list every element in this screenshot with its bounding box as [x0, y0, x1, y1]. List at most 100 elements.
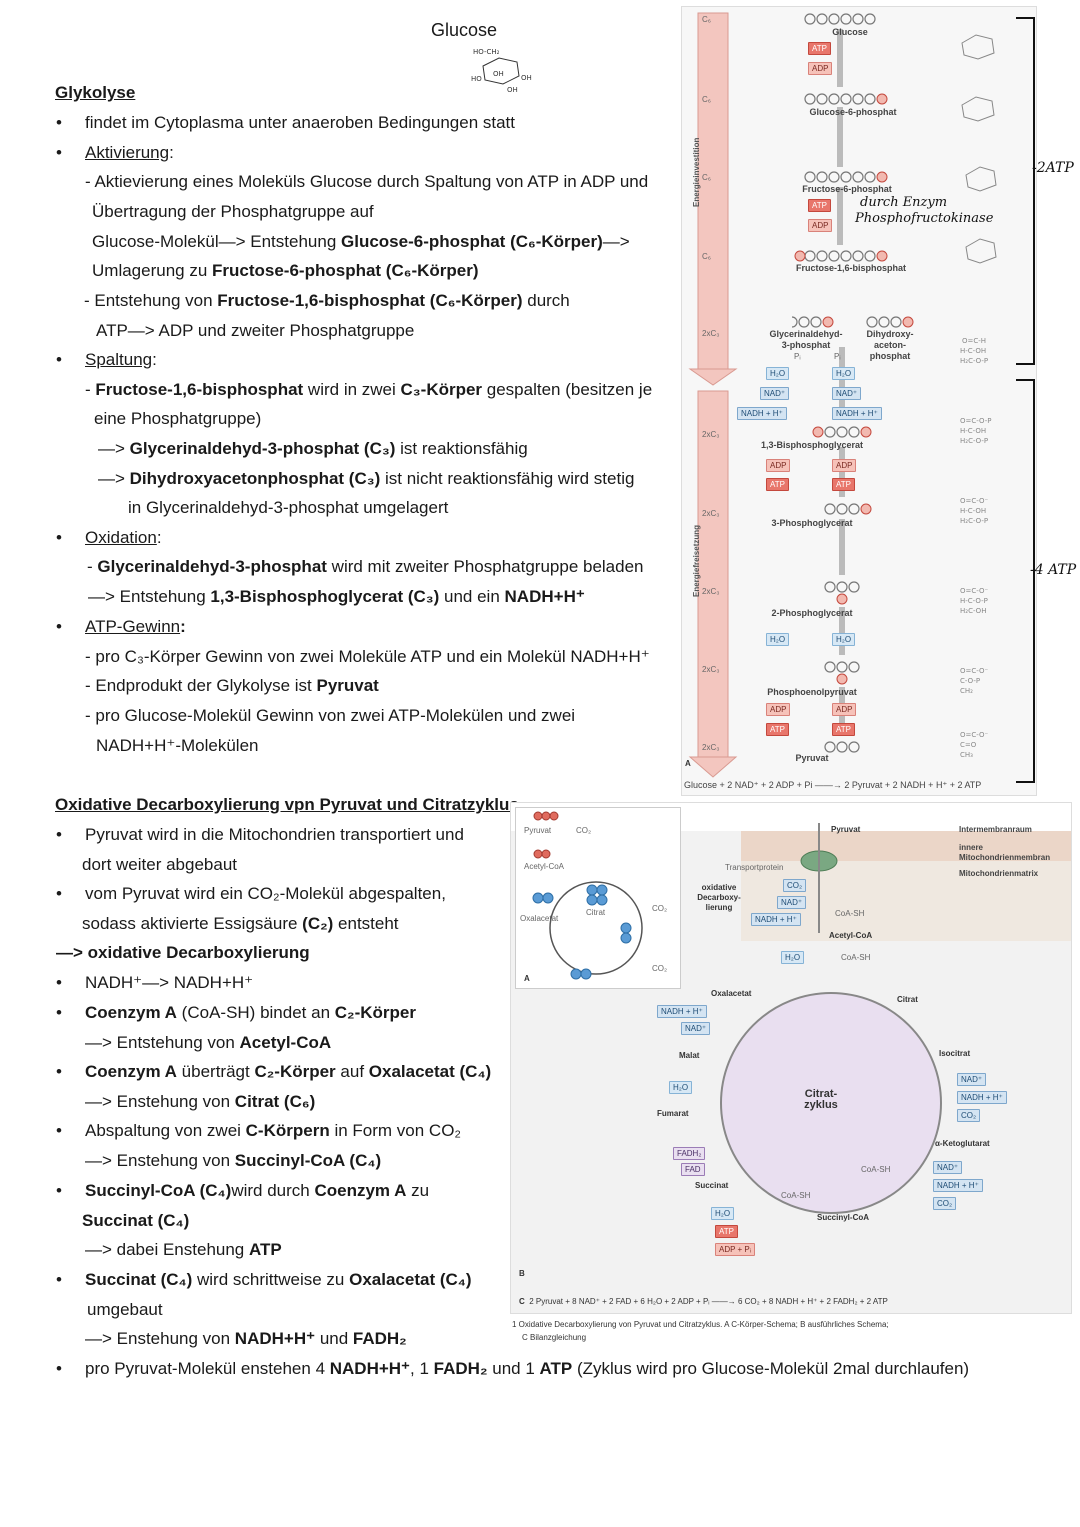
- figure-label: A: [685, 759, 691, 768]
- atp-badge: ATP: [832, 723, 855, 736]
- pi-label: Pᵢ: [834, 352, 841, 361]
- atp-badge: ATP: [715, 1225, 738, 1238]
- text-line: —> Enstehung von Citrat (C₆): [85, 1092, 316, 1111]
- svg-text:HO: HO: [471, 75, 482, 83]
- text-line: Succinat (C₄): [82, 1211, 190, 1230]
- oxdec-label: oxidative Decarboxy-lierung: [697, 883, 741, 912]
- c6-label: C₆: [702, 15, 712, 24]
- text-line: —> Entstehung von Acetyl-CoA: [85, 1033, 332, 1052]
- text-line: pro Pyruvat-Molekül enstehen 4 NADH+H⁺, …: [85, 1359, 970, 1378]
- metabolite-label: Oxalacetat: [711, 989, 752, 998]
- metabolite-label: 3-Phosphoglycerat: [771, 518, 853, 528]
- region-label: innere Mitochondrienmembran: [959, 843, 1051, 862]
- c3-label: 2xC₃: [702, 665, 720, 674]
- coash-label: CoA-SH: [841, 953, 871, 962]
- adp-badge: ADP: [832, 459, 857, 472]
- c3-label: 2xC₃: [702, 329, 720, 338]
- citrate-equation: C 2 Pyruvat + 8 NAD⁺ + 2 FAD + 6 H₂O + 2…: [519, 1297, 888, 1306]
- metabolite-label: Citrat: [897, 995, 918, 1004]
- adp-badge: ADP: [766, 703, 791, 716]
- atp-badge: ATP: [766, 478, 789, 491]
- metabolite-label: Succinyl-CoA: [817, 1213, 870, 1222]
- text-line: - pro C₃-Körper Gewinn von zwei Moleküle…: [85, 647, 650, 666]
- region-label: Intermembranraum: [959, 825, 1032, 834]
- text-line: Succinat (C₄) wird schrittweise zu Oxala…: [85, 1270, 472, 1289]
- svg-text:O=C-O⁻: O=C-O⁻: [960, 731, 988, 739]
- text-line: ATP—> ADP und zweiter Phosphatgruppe: [96, 321, 415, 340]
- svg-text:O=C-O⁻: O=C-O⁻: [960, 587, 988, 595]
- svg-text:HO-CH₂: HO-CH₂: [473, 48, 500, 56]
- coash-label: CoA-SH: [835, 909, 865, 918]
- citrate-heading: Oxidative Decarboxylierung vpn Pyruvat u…: [55, 795, 519, 814]
- figure-label: A: [524, 974, 530, 983]
- energy-release-label: Energiefreisetzung: [692, 524, 701, 597]
- metabolite-label: α-Ketoglutarat: [935, 1139, 990, 1148]
- text-line: —> Enstehung von NADH+H⁺ und FADH₂: [85, 1329, 407, 1348]
- metabolite-label: Fructose-6-phosphat: [802, 184, 892, 194]
- text-line: umgebaut: [87, 1300, 163, 1319]
- text-line: - Endprodukt der Glykolyse ist Pyruvat: [85, 676, 379, 695]
- metabolite-label: Fumarat: [657, 1109, 689, 1118]
- text-line: —> oxidative Decarboxylierung: [56, 943, 310, 962]
- text-line: Coenzym A (CoA-SH) bindet an C₂-Körper: [85, 1003, 416, 1022]
- atp-badge: ATP: [808, 42, 831, 55]
- nadh-badge: NADH + H⁺: [832, 407, 882, 420]
- text-line: —> dabei Enstehung ATP: [85, 1240, 282, 1259]
- text-line: —> Enstehung von Succinyl-CoA (C₄): [85, 1151, 382, 1170]
- coash-label: CoA-SH: [781, 1191, 811, 1200]
- c3-label: 2xC₃: [702, 509, 720, 518]
- h2o-badge: H₂O: [766, 367, 790, 380]
- metabolite-label: 1,3-Bisphosphoglycerat: [760, 440, 864, 450]
- adp-badge: ADP: [832, 703, 857, 716]
- bullet: •: [56, 1121, 62, 1140]
- transport-label: Transportprotein: [725, 863, 784, 872]
- figure-caption: 1 Oxidative Decarboxylierung von Pyruvat…: [512, 1320, 889, 1329]
- bullet: •: [56, 143, 62, 162]
- bullet: •: [56, 528, 62, 547]
- text-line: Abspaltung von zwei C-Körpern in Form vo…: [85, 1121, 462, 1140]
- text-line: —> Entstehung 1,3-Bisphosphoglycerat (C₃…: [88, 587, 585, 606]
- handwritten-note: -4 ATP: [1030, 562, 1077, 578]
- adp-badge: ADP: [766, 459, 791, 472]
- metabolite-label: Isocitrat: [939, 1049, 971, 1058]
- c3-label: 2xC₃: [702, 587, 720, 596]
- svg-text:C-O-P: C-O-P: [960, 677, 980, 685]
- metabolite-label: Acetyl-CoA: [524, 862, 565, 871]
- atp-badge: ATP: [808, 199, 831, 212]
- bullet: •: [56, 1062, 62, 1081]
- svg-text:O=C-O-P: O=C-O-P: [960, 417, 991, 425]
- h2o-badge: H₂O: [832, 633, 856, 646]
- text-line: - Aktievierung eines Moleküls Glucose du…: [85, 172, 649, 191]
- c6-label: C₆: [702, 95, 712, 104]
- glucose-structure-icon: HO-CH₂ HO OH OH OH: [471, 48, 532, 94]
- bullet: •: [56, 825, 62, 844]
- energy-arrow-icon: [688, 12, 738, 778]
- citrate-cycle-icon: [720, 823, 942, 1214]
- metabolite-label: Pyruvat: [524, 826, 552, 835]
- text-line: - Entstehung von Fructose-1,6-bisphospha…: [84, 291, 570, 310]
- c6-label: C₆: [702, 173, 712, 182]
- co2-badge: CO₂: [933, 1197, 957, 1210]
- citrate-figure: Intermembranraum innere Mitochondrienmem…: [510, 802, 1072, 1314]
- metabolite-label: Malat: [679, 1051, 700, 1060]
- adp-badge: ADP: [808, 62, 833, 75]
- inset-schema: Pyruvat CO₂ Acetyl-CoA Oxalacetat Citrat…: [515, 807, 681, 989]
- glycolysis-equation: Glucose + 2 NAD⁺ + 2 ADP + Pi ——→ 2 Pyru…: [684, 780, 982, 790]
- handwritten-note: durch Enzym: [860, 195, 948, 210]
- bullet: •: [56, 1181, 62, 1200]
- bullet: •: [56, 973, 62, 992]
- nad-badge: NAD⁺: [760, 387, 790, 400]
- bullet: •: [56, 1359, 62, 1378]
- text-line: —> Glycerinaldehyd-3-phosphat (C₃) ist r…: [98, 439, 528, 458]
- svg-text:H₂C-O-P: H₂C-O-P: [960, 437, 988, 445]
- metabolite-label: Dihydroxy-aceton-phosphat: [866, 329, 914, 361]
- pi-label: Pᵢ: [794, 352, 801, 361]
- fad-badge: FAD: [681, 1163, 705, 1176]
- nad-badge: NAD⁺: [933, 1161, 963, 1174]
- text-line: - pro Glucose-Molekül Gewinn von zwei AT…: [85, 706, 576, 725]
- h2o-badge: H₂O: [766, 633, 790, 646]
- h2o-badge: H₂O: [781, 951, 805, 964]
- svg-text:O=C-O⁻: O=C-O⁻: [960, 667, 988, 675]
- bullet: •: [56, 617, 62, 636]
- svg-text:C=O: C=O: [960, 741, 977, 749]
